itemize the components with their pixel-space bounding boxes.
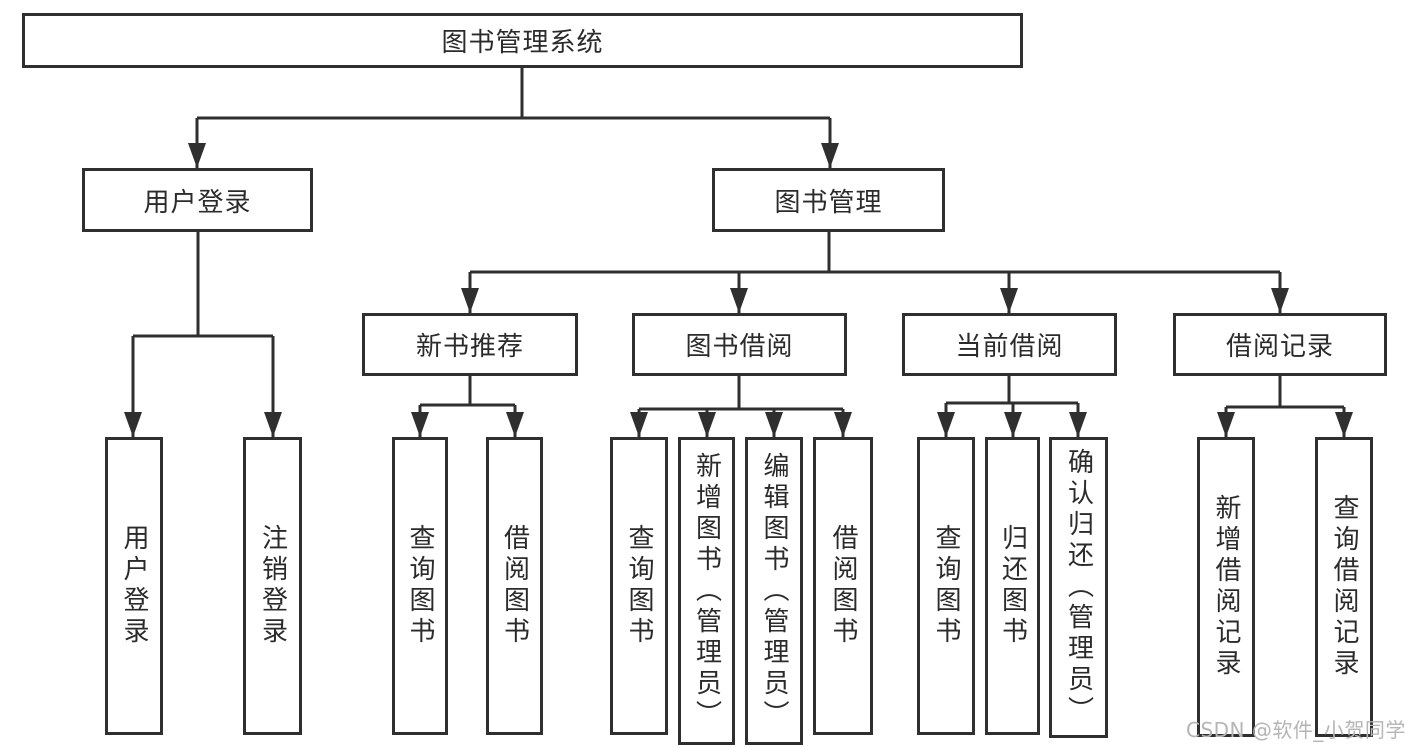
leaf-add-borrow-record: 新增借阅记录 (1197, 437, 1255, 737)
leaf-confirm-return-admin: 确认归还（管理员） (1049, 437, 1108, 738)
leaf-borrow-books-borrowing: 借阅图书 (813, 437, 873, 735)
node-label: 图书借阅 (685, 332, 794, 362)
node-borrowing-records: 借阅记录 (1173, 313, 1387, 376)
leaf-search-books-recommend: 查询图书 (392, 437, 448, 735)
node-label: 查询图书 (931, 524, 961, 648)
node-label: 用户登录 (143, 187, 252, 218)
leaf-search-books-borrowing: 查询图书 (610, 437, 668, 735)
watermark: CSDN @软件_小贺同学 (1186, 718, 1405, 742)
node-label: 编辑图书（管理员） (759, 451, 789, 731)
leaf-add-book-admin: 新增图书（管理员） (678, 437, 735, 745)
leaf-search-borrow-record: 查询借阅记录 (1315, 437, 1373, 737)
node-current-borrowing: 当前借阅 (902, 313, 1117, 376)
node-label: 借阅图书 (499, 524, 530, 648)
node-user-login: 用户登录 (82, 168, 313, 232)
node-book-management: 图书管理 (712, 168, 945, 232)
node-label: 确认归还（管理员） (1063, 448, 1094, 727)
node-label: 图书管理 (774, 187, 883, 218)
arrowheads (124, 143, 1353, 437)
leaf-search-books-current: 查询图书 (917, 437, 975, 735)
node-label: 借阅图书 (828, 524, 858, 648)
node-label: 新书推荐 (415, 332, 524, 362)
node-label: 查询借阅记录 (1329, 494, 1359, 680)
node-label: 查询图书 (405, 524, 435, 648)
node-label: 用户登录 (119, 524, 149, 648)
leaf-borrow-books-recommend: 借阅图书 (486, 437, 543, 735)
leaf-edit-book-admin: 编辑图书（管理员） (745, 437, 803, 745)
node-label: 图书管理系统 (441, 28, 604, 58)
node-label: 新增图书（管理员） (691, 451, 722, 731)
node-label: 归还图书 (997, 524, 1028, 648)
node-label: 当前借阅 (955, 332, 1064, 362)
node-label: 注销登录 (257, 524, 288, 648)
node-label: 借阅记录 (1225, 332, 1334, 362)
node-label: 查询图书 (624, 524, 654, 648)
node-label: 新增借阅记录 (1211, 494, 1241, 680)
leaf-return-books: 归还图书 (985, 437, 1040, 735)
leaf-user-login: 用户登录 (105, 437, 163, 735)
node-new-book-recommendation: 新书推荐 (362, 313, 578, 376)
node-book-borrowing: 图书借阅 (632, 313, 847, 376)
leaf-logout: 注销登录 (243, 437, 302, 735)
node-library-system: 图书管理系统 (22, 13, 1023, 68)
